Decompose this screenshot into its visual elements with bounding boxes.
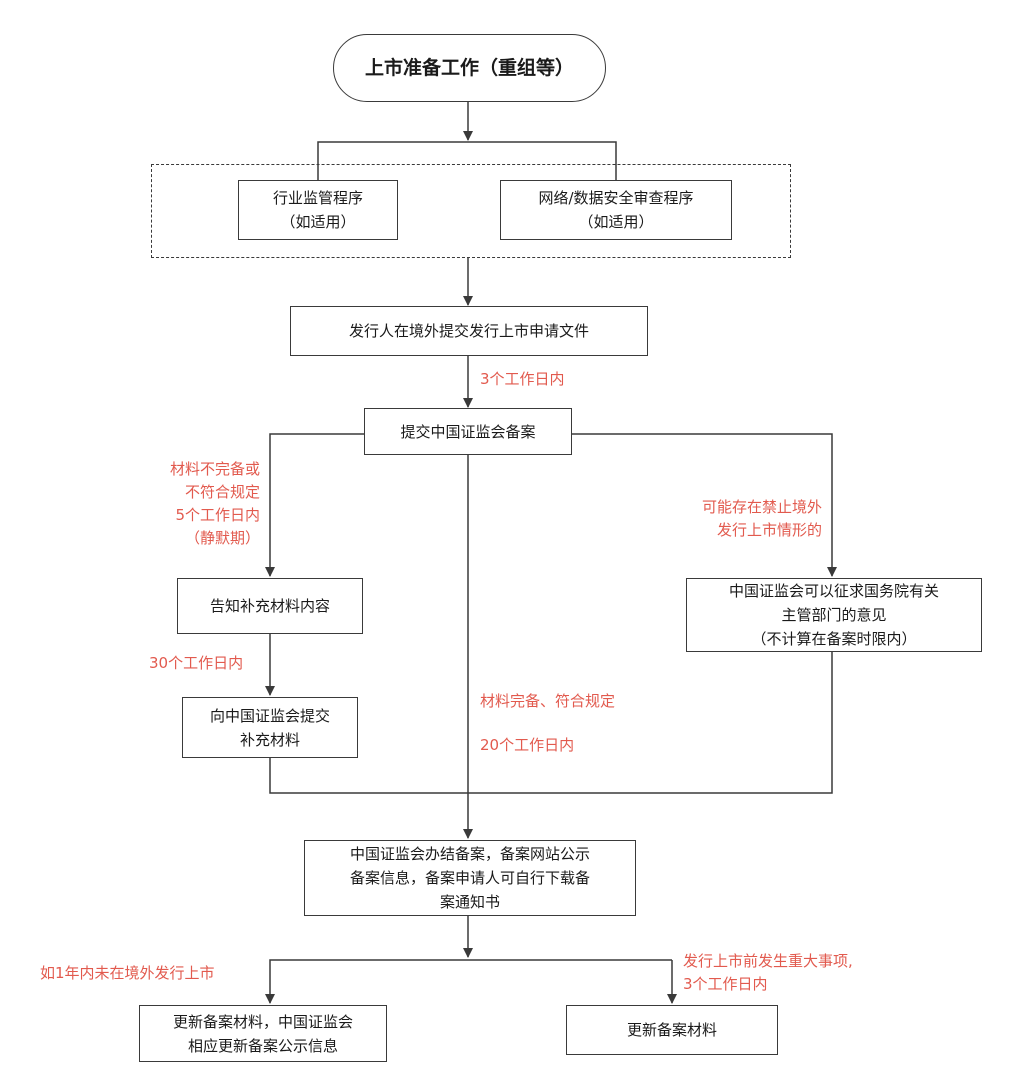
submit-application-node: 发行人在境外提交发行上市申请文件 [290, 306, 648, 356]
security-review-line-1: 网络/数据安全审查程序 [538, 189, 694, 207]
update-and-publish-line-2: 相应更新备案公示信息 [187, 1036, 338, 1055]
update-and-publish-line-1: 更新备案材料，中国证监会 [172, 1012, 353, 1031]
notify-supplement-node: 告知补充材料内容 [177, 578, 363, 634]
merge-line [269, 652, 833, 794]
consult-line-2: 主管部门的意见 [781, 606, 887, 624]
submit-supplement-line-1: 向中国证监会提交 [209, 706, 330, 725]
note-incomplete-line-3: 5个工作日内 [175, 506, 260, 524]
industry-review-line-1: 行业监管程序 [272, 189, 363, 207]
update-materials-label: 更新备案材料 [626, 1021, 717, 1039]
note-prohibited-line-2: 发行上市情形的 [716, 521, 822, 539]
arrow-split-to-update-publish [265, 959, 672, 1004]
start-label: 上市准备工作（重组等） [364, 57, 574, 79]
arrow-filing-to-notify [265, 433, 364, 577]
consult-state-council-node: 中国证监会可以征求国务院有关 主管部门的意见 （不计算在备案时限内） [686, 578, 982, 652]
filing-complete-line-3: 案通知书 [439, 893, 500, 911]
note-complete: 材料完备、符合规定 [480, 692, 616, 710]
review-bracket [317, 141, 617, 180]
optional-reviews-group [151, 164, 791, 258]
filing-complete-line-1: 中国证监会办结备案，备案网站公示 [349, 845, 590, 863]
csrc-filing-label: 提交中国证监会备案 [400, 422, 536, 441]
csrc-filing-node: 提交中国证监会备案 [364, 408, 572, 455]
filing-complete-line-2: 备案信息，备案申请人可自行下载备 [349, 869, 590, 887]
update-materials-node: 更新备案材料 [566, 1005, 778, 1055]
note-within-3-days: 3个工作日内 [480, 370, 565, 388]
note-prohibited-line-1: 可能存在禁止境外 [701, 498, 822, 516]
start-node: 上市准备工作（重组等） [333, 34, 606, 102]
note-not-listed-1yr: 如1年内未在境外发行上市 [40, 964, 215, 982]
note-incomplete-line-1: 材料不完备或 [169, 460, 260, 478]
notify-supplement-label: 告知补充材料内容 [209, 597, 330, 615]
submit-application-label: 发行人在境外提交发行上市申请文件 [348, 322, 589, 340]
note-incomplete: 材料不完备或 不符合规定 5个工作日内 （静默期） [118, 458, 260, 550]
note-incomplete-line-4: （静默期） [184, 529, 260, 547]
update-and-publish-node: 更新备案材料，中国证监会 相应更新备案公示信息 [139, 1005, 387, 1062]
security-review-line-2: （如适用） [578, 213, 654, 231]
submit-supplement-node: 向中国证监会提交 补充材料 [182, 697, 358, 758]
submit-supplement-line-2: 补充材料 [239, 730, 300, 749]
note-major-event: 发行上市前发生重大事项, 3个工作日内 [683, 950, 853, 996]
industry-review-node: 行业监管程序 （如适用） [238, 180, 398, 240]
security-review-node: 网络/数据安全审查程序 （如适用） [500, 180, 732, 240]
consult-line-1: 中国证监会可以征求国务院有关 [728, 582, 939, 600]
arrow-filing-to-consult [572, 433, 837, 577]
note-major-event-line-2: 3个工作日内 [683, 975, 768, 993]
consult-line-3: （不计算在备案时限内） [751, 630, 917, 648]
industry-review-line-2: （如适用） [280, 213, 356, 231]
note-major-event-line-1: 发行上市前发生重大事项, [683, 952, 853, 970]
note-incomplete-line-2: 不符合规定 [184, 483, 260, 501]
filing-complete-node: 中国证监会办结备案，备案网站公示 备案信息，备案申请人可自行下载备 案通知书 [304, 840, 636, 916]
note-within-20-days: 20个工作日内 [480, 736, 575, 754]
note-prohibited: 可能存在禁止境外 发行上市情形的 [640, 496, 822, 542]
note-within-30-days: 30个工作日内 [149, 654, 244, 672]
